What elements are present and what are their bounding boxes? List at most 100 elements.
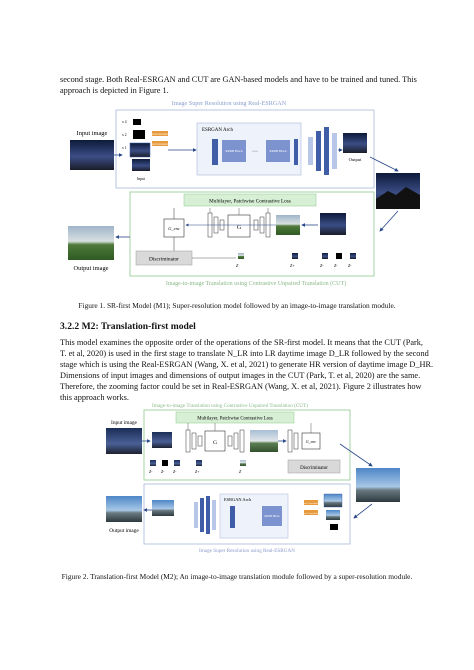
fig2-block [212, 500, 216, 530]
fig2-discriminator-label: Discriminator [300, 466, 328, 471]
fig2-arrow [353, 503, 373, 519]
section-line: This model examines the opposite order o… [60, 338, 423, 347]
fig2-block [239, 429, 245, 453]
fig2-output-label: Output image [109, 528, 139, 534]
fig1-mlp-title: Multilayer, Patchwise Contrastive Loss [209, 199, 291, 205]
fig2-real-conv [304, 500, 318, 505]
fig2-block [227, 435, 233, 447]
fig2-z-label: Z- [161, 470, 165, 474]
fig1-input-image [70, 140, 114, 170]
fig1-rrdb [266, 140, 290, 162]
fig2-mid-image [356, 468, 400, 502]
fig2-discriminator [287, 459, 341, 474]
fig2-input-image [106, 428, 142, 454]
fig2-top-title: Image-to-image Translation using Contras… [152, 402, 308, 409]
fig1-scale-label: x 1 [122, 146, 127, 150]
fig1-z-label: Z- [320, 263, 324, 268]
fig1-z-label: Z- [348, 263, 352, 268]
fig1-real-conv [152, 131, 168, 136]
fig1-output-label: Output [349, 157, 362, 162]
fig1-mlp-bar [183, 193, 317, 207]
fig2-block [287, 429, 293, 453]
intro-paragraph: second stage. Both Real-ESRGAN and CUT a… [60, 74, 417, 96]
fig1-block [212, 139, 218, 165]
fig2-block [197, 435, 203, 447]
fig1-thumb [133, 130, 145, 139]
fig2-output-thumb [152, 500, 174, 516]
section-line: Therefore, the zooming factor could be s… [60, 382, 422, 391]
section-paragraph: This model examines the opposite order o… [60, 337, 434, 403]
fig1-block [332, 133, 337, 169]
fig1-scale-label: x 2 [122, 133, 127, 137]
fig2-z-patch [162, 460, 168, 466]
figure-1-caption: Figure 1. SR-first Model (M1); Super-res… [78, 301, 396, 310]
fig2-day-image [250, 430, 278, 452]
fig1-g-label: G [237, 225, 242, 231]
fig1-block [308, 137, 313, 165]
fig1-z-label: Z- [334, 263, 338, 268]
fig1-real-conv-label: Real Convolution [151, 143, 170, 146]
fig1-block [294, 139, 298, 165]
fig2-block [194, 502, 198, 528]
fig1-mountains [376, 187, 420, 209]
fig2-real-conv [304, 510, 318, 515]
fig2-real-conv-label: Real Convolution [303, 512, 321, 515]
fig2-z-patch [240, 460, 246, 466]
intro-line: second stage. Both Real-ESRGAN and CUT a… [60, 75, 417, 84]
fig1-output-image [68, 226, 114, 260]
fig2-g-label: G [213, 440, 217, 446]
fig2-genc-label: G_enc [306, 439, 317, 444]
fig1-rrdb-label: RRDB Block [269, 149, 286, 153]
fig2-real-conv-label: Real Convolution [303, 502, 321, 505]
fig1-arrow [369, 156, 399, 172]
fig1-z-label: Z+ [290, 263, 295, 268]
fig2-block [191, 432, 197, 450]
fig1-scale-label: x 4 [122, 120, 127, 124]
fig2-thumb [326, 510, 340, 520]
fig1-genc-label: G_enc [168, 226, 180, 231]
section-line: T. et al, 2020) is used in the first sta… [60, 349, 429, 358]
figure-2: Image-to-image Translation using Contras… [106, 402, 400, 554]
section-line: this approach works. [60, 393, 129, 402]
fig1-night-thumb [320, 213, 346, 235]
section-line: Dimensions of input images and dimension… [60, 371, 421, 380]
fig2-block [200, 498, 204, 532]
fig2-z-patch [196, 460, 202, 466]
fig1-z-patch [336, 253, 342, 259]
fig2-z-label: Z [239, 470, 242, 474]
fig2-block [233, 432, 239, 450]
fig2-block [293, 432, 299, 450]
fig2-rrdb-label: RRDB Block [265, 515, 281, 518]
fig2-night-thumb [152, 432, 172, 448]
fig2-thumb [330, 524, 338, 530]
fig1-input-label: Input image [77, 130, 108, 137]
fig1-bottom-title: Image-to-image Translation using Contras… [166, 280, 346, 287]
fig2-input-label: Input image [111, 420, 138, 426]
fig2-output-image [106, 496, 142, 522]
figure-1: Image Super Resolution using Real-ESRGAN… [68, 100, 420, 287]
fig1-input-small: Input [137, 177, 146, 181]
fig1-real-conv [152, 141, 168, 146]
fig2-z-label: Z+ [195, 470, 200, 474]
fig1-dots: ··· [252, 149, 258, 155]
fig1-esrgan-arch-label: ESRGAN Arch [202, 128, 233, 133]
fig2-rrdb [262, 506, 282, 526]
fig2-z-patch [150, 460, 156, 466]
section-line: stage which is using the Real-ESRGAN (Wa… [60, 360, 434, 369]
fig2-z-label: Z- [173, 470, 177, 474]
fig2-block [185, 429, 191, 453]
fig1-thumb [132, 159, 150, 171]
intro-line: approach is depicted in Figure 1. [60, 86, 169, 95]
fig1-thumb [133, 119, 141, 125]
fig1-discriminator-label: Discriminator [149, 257, 179, 263]
section-heading: 3.2.2 M2: Translation-first model [60, 321, 196, 332]
fig1-day-image [276, 215, 300, 235]
fig1-block [316, 131, 321, 171]
fig1-z-patch [322, 253, 328, 259]
fig1-z-patch [292, 253, 298, 259]
fig2-z-label: Z- [149, 470, 153, 474]
figure-2-caption: Figure 2. Translation-first Model (M2); … [61, 572, 413, 581]
fig2-thumb [323, 493, 343, 508]
fig1-rrdb-label: RRDB Block [225, 149, 242, 153]
fig1-z-label: Z [236, 263, 239, 268]
